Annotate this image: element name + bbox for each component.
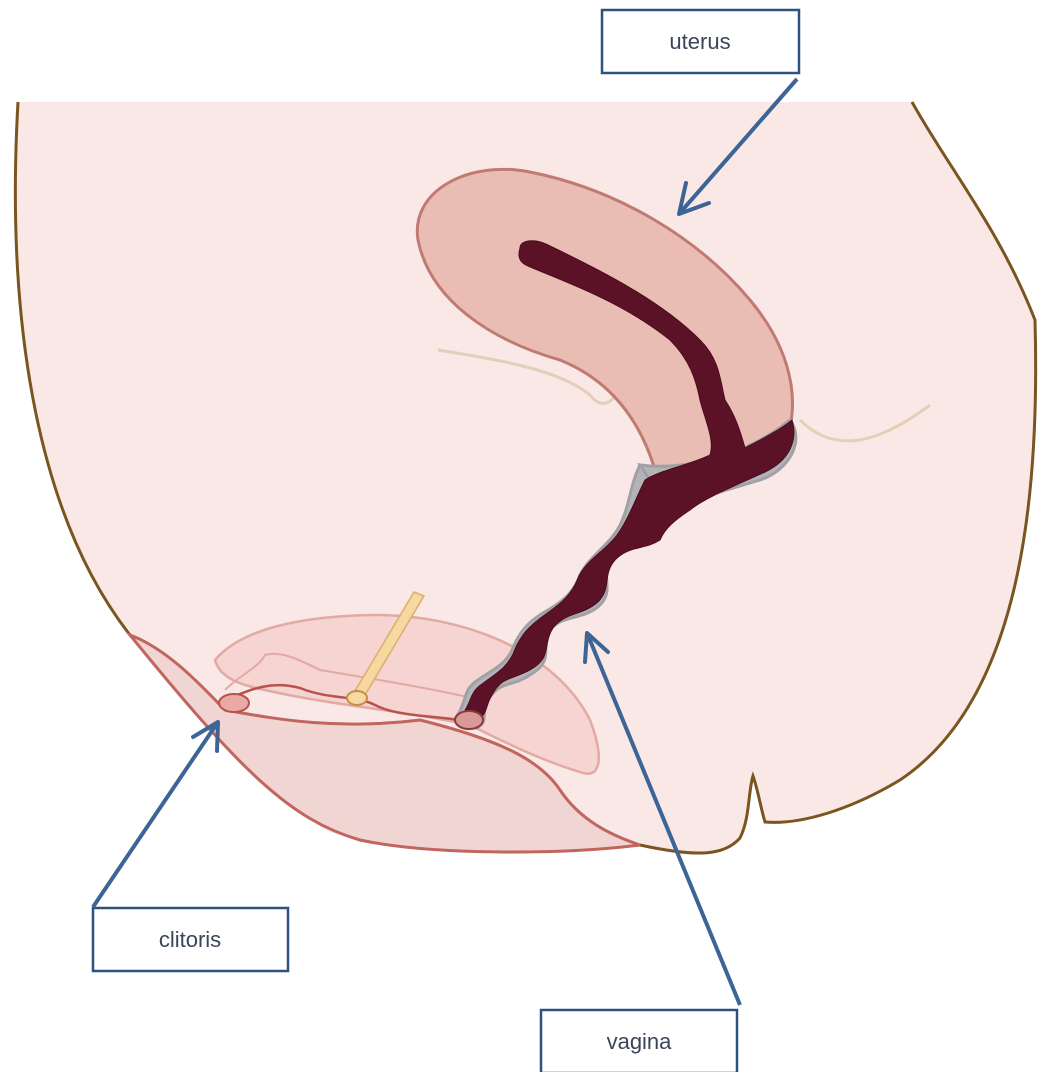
clitoris-arrow-line	[93, 722, 218, 907]
vagina-label: vagina	[541, 1010, 737, 1072]
uterus-label: uterus	[602, 10, 799, 73]
uterus-label-text: uterus	[669, 29, 730, 54]
urethra-opening	[347, 691, 367, 705]
clitoris-label: clitoris	[93, 908, 288, 971]
vaginal-opening	[455, 711, 483, 729]
vagina-label-text: vagina	[607, 1029, 673, 1054]
clitoris-label-text: clitoris	[159, 927, 221, 952]
clitoris-shape	[219, 694, 249, 712]
